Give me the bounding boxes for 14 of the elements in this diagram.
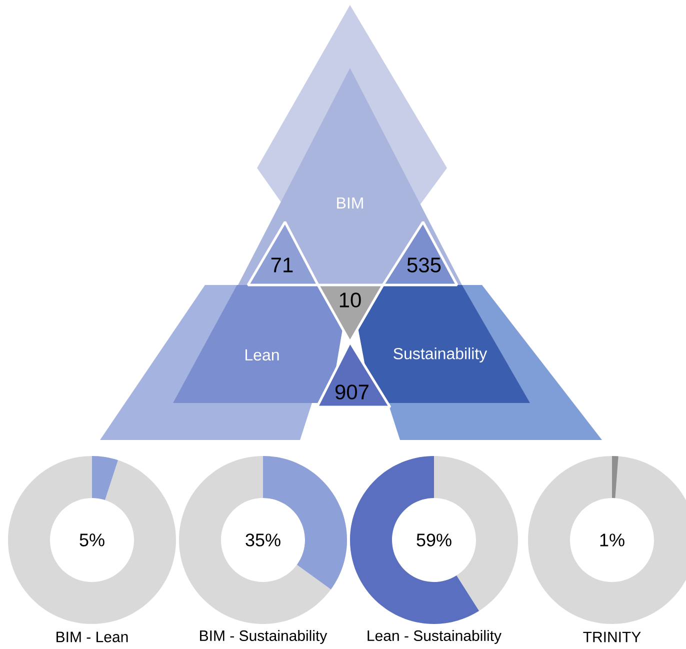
overlap-region: 907 xyxy=(316,340,392,408)
overlap-region: 535 xyxy=(382,220,458,286)
chart-label: Lean - Sustainability xyxy=(368,630,502,644)
node-label: 5% xyxy=(80,534,104,546)
donut-chart: 5% xyxy=(8,456,176,624)
chart-label: BIM - Sustainability xyxy=(200,630,328,644)
donut-chart: 35% xyxy=(179,456,347,624)
donut-chart: 1% xyxy=(528,456,686,624)
chart-label: TRINITY xyxy=(583,632,641,642)
overlap-region: 71 xyxy=(246,220,320,286)
overlap-region: 10 xyxy=(316,284,384,344)
node-label: 1% xyxy=(600,534,624,546)
donut-chart: 59% xyxy=(350,456,518,624)
chart-label: BIM - Lean xyxy=(56,632,128,642)
